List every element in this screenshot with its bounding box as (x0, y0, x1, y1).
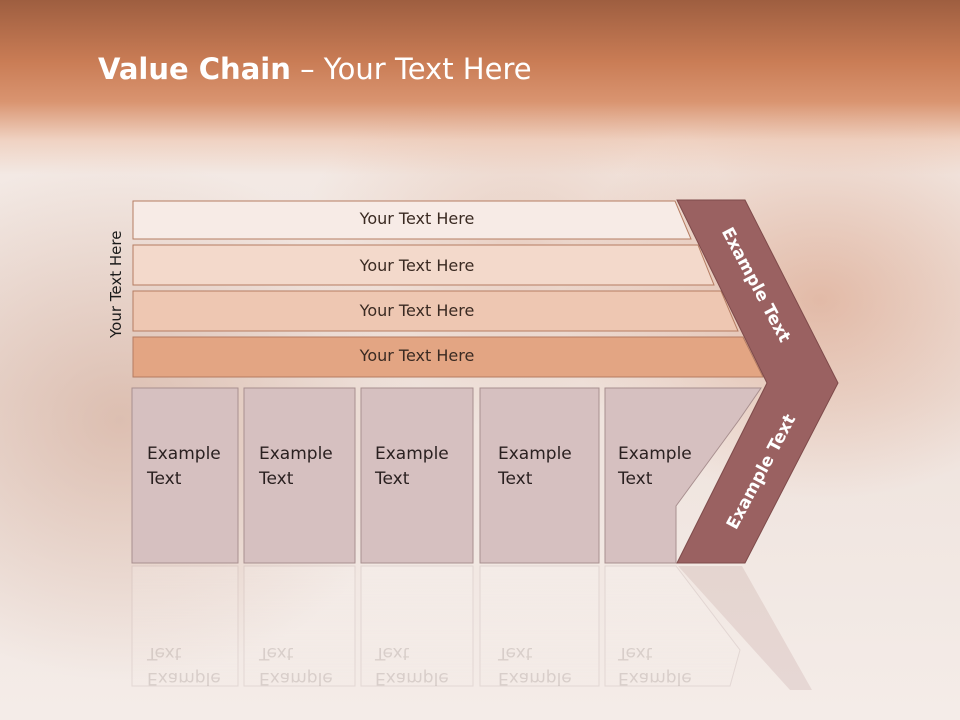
slide-title-rest: – Your Text Here (290, 52, 532, 86)
column-1-line1: Example (147, 444, 221, 464)
column-5-line2: Text (618, 469, 653, 489)
column-3-reflection-line2: Text (375, 643, 410, 663)
column-1-reflection: Example Text (147, 640, 247, 690)
column-5-line1: Example (618, 444, 692, 464)
column-4-shape (479, 387, 600, 564)
column-2-reflection-line1: Example (259, 668, 333, 688)
bar-2-shape (132, 244, 715, 286)
bar-2-label: Your Text Here (359, 256, 475, 275)
column-5-shape (604, 387, 762, 564)
bar-1-label: Your Text Here (359, 209, 475, 228)
header-band (0, 0, 960, 175)
column-5-reflection: Example Text (618, 640, 718, 690)
column-2-reflection: Example Text (259, 640, 359, 690)
column-3-reflection: Example Text (375, 640, 475, 690)
column-1-shape (131, 387, 239, 564)
column-3-line2: Text (375, 469, 410, 489)
columns-reflection (131, 565, 812, 690)
slide-title: Value Chain – Your Text Here (98, 52, 532, 86)
column-1-reflection-line2: Text (147, 643, 182, 663)
column-4-reflection-line2: Text (498, 643, 533, 663)
bar-3-shape (132, 290, 739, 332)
column-1-reflection-line1: Example (147, 668, 221, 688)
slide-title-bold: Value Chain (98, 52, 291, 86)
column-5-reflection-line1: Example (618, 668, 692, 688)
bar-4-label: Your Text Here (359, 346, 475, 365)
column-2-line1: Example (259, 444, 333, 464)
column-2-reflection-line2: Text (259, 643, 294, 663)
column-2-line2: Text (259, 469, 294, 489)
column-1-line2: Text (147, 469, 182, 489)
column-3-line1: Example (375, 444, 449, 464)
column-3-shape (360, 387, 474, 564)
bar-4-shape (132, 336, 764, 378)
column-4-reflection-line1: Example (498, 668, 572, 688)
column-4-reflection: Example Text (498, 640, 598, 690)
bar-1-shape (132, 200, 692, 240)
column-3-reflection-line1: Example (375, 668, 449, 688)
column-4-line1: Example (498, 444, 572, 464)
column-4-line2: Text (498, 469, 533, 489)
column-2-shape (243, 387, 356, 564)
bar-3-label: Your Text Here (359, 301, 475, 320)
chevron-shape (676, 199, 839, 564)
column-5-reflection-line2: Text (618, 643, 653, 663)
